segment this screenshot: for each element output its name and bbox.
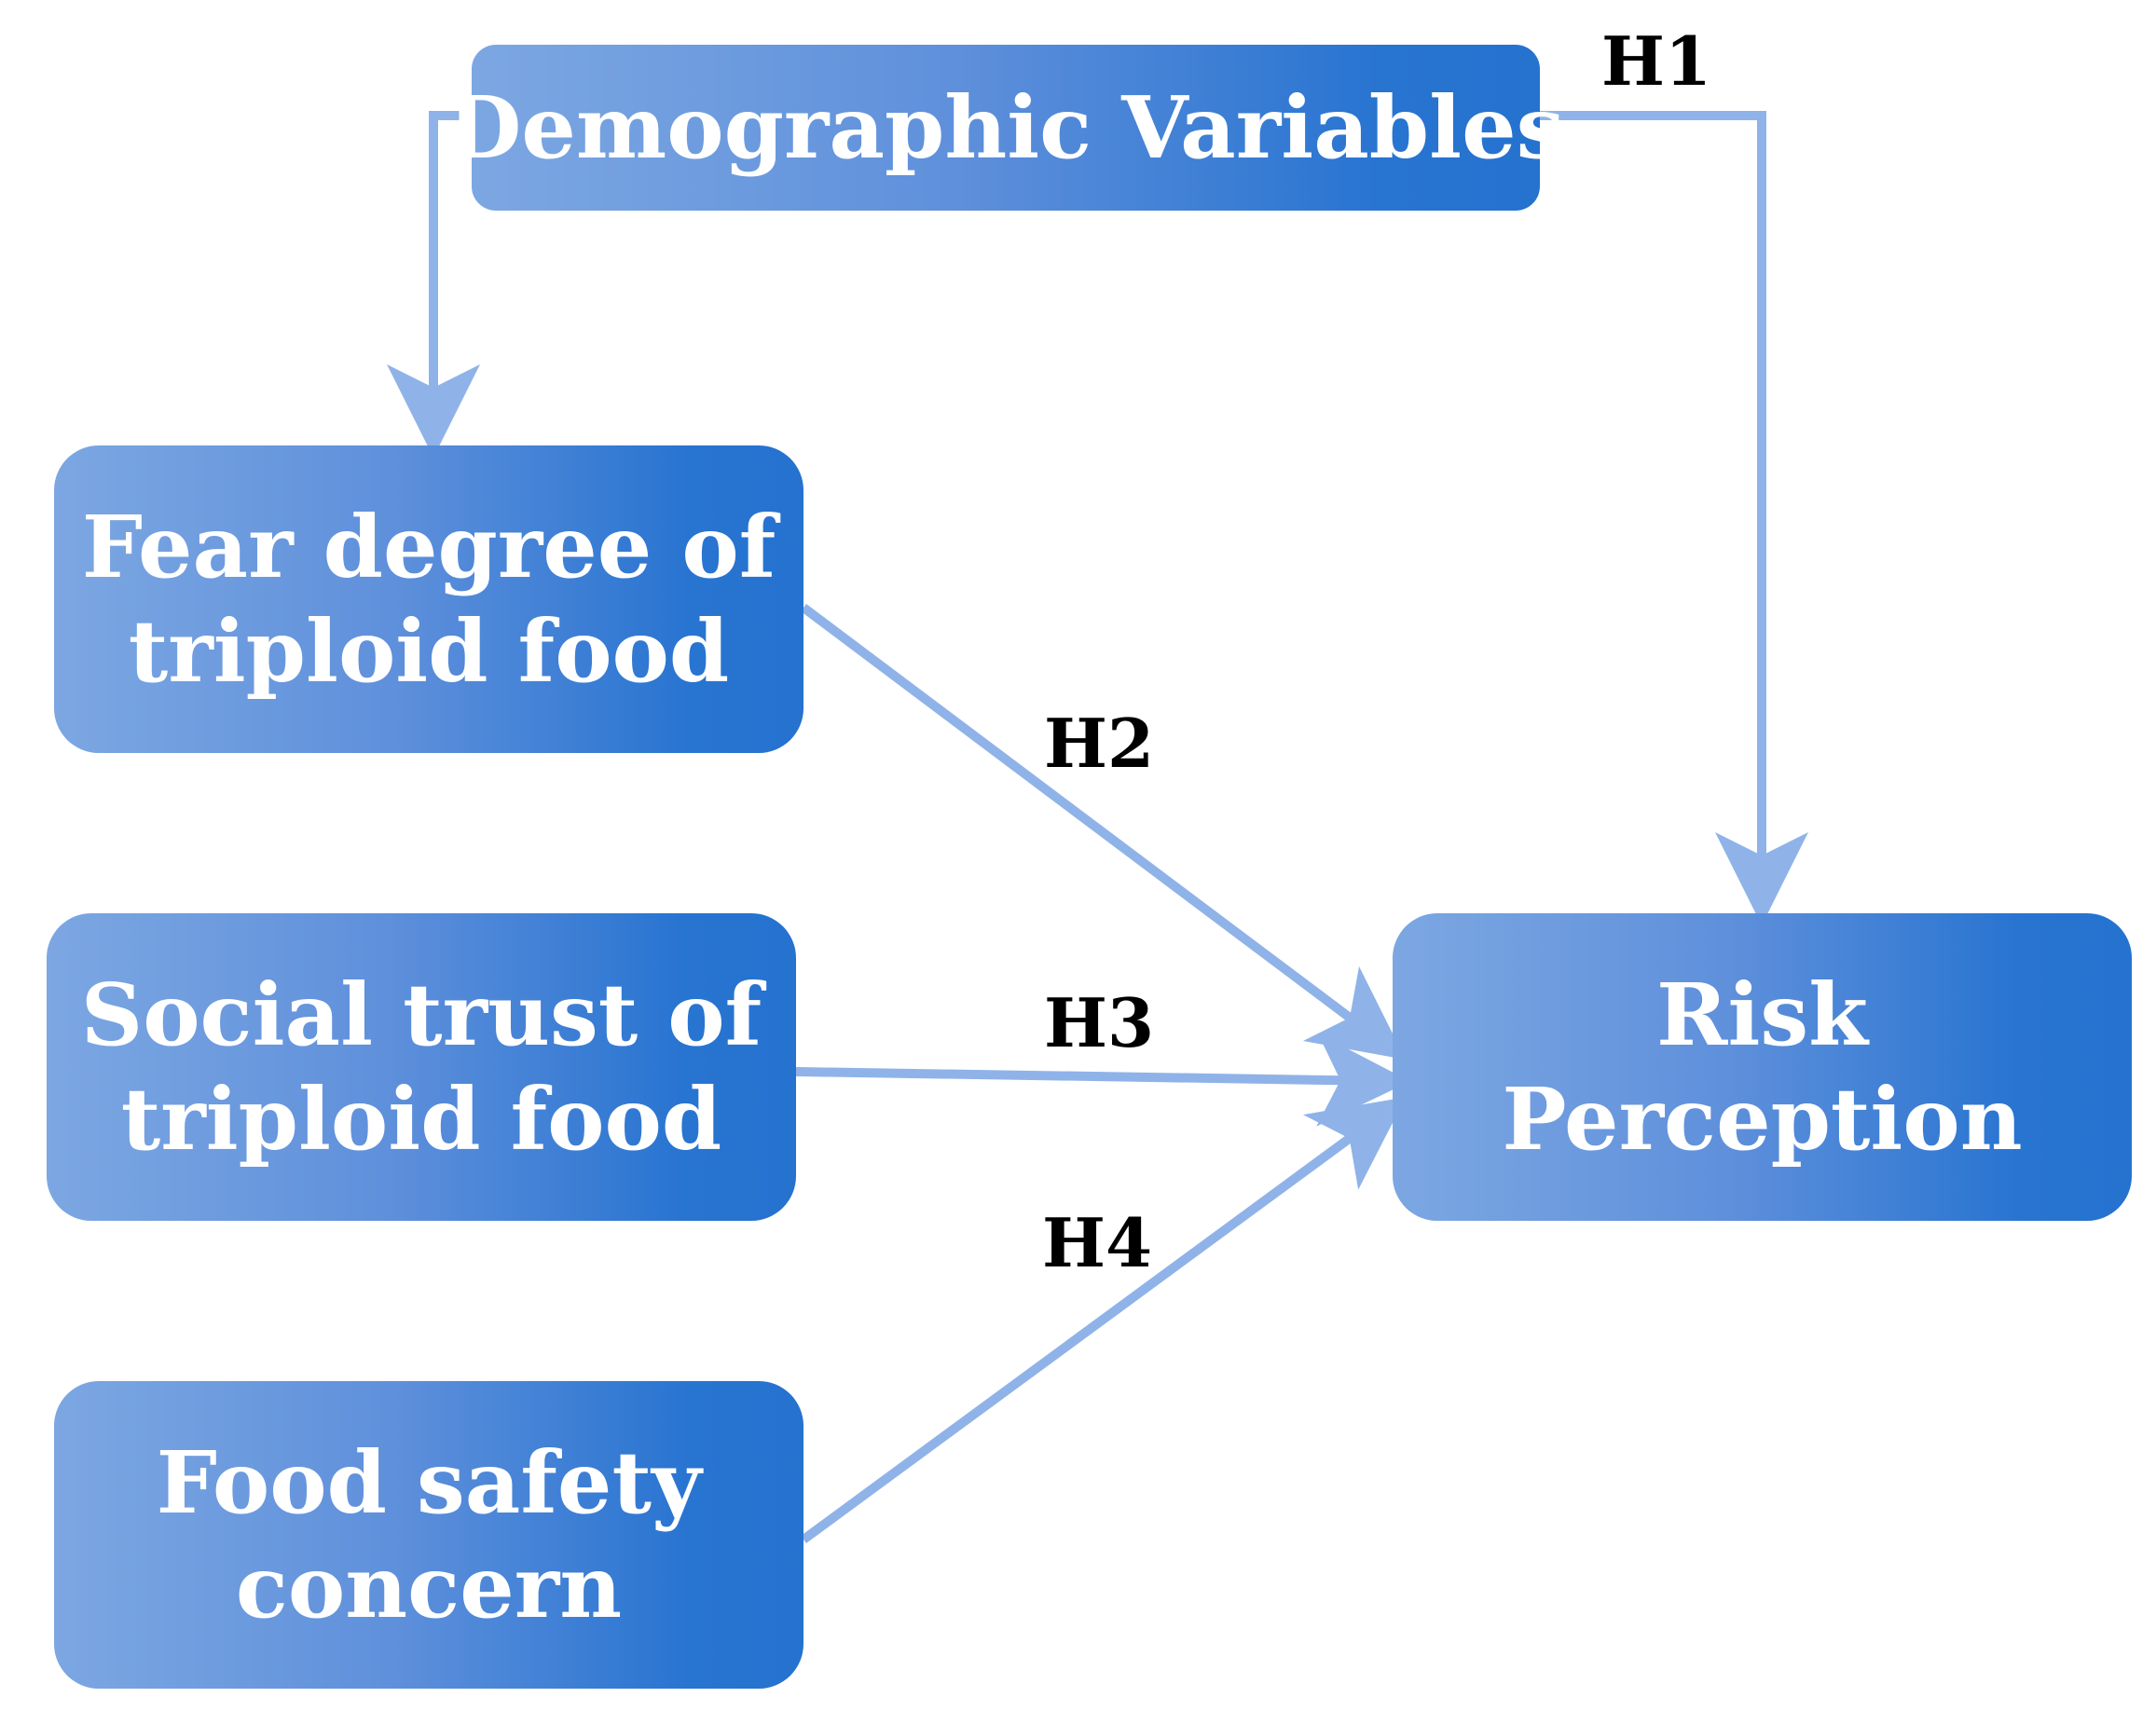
arrow-trust-to-risk — [795, 1033, 1410, 1127]
node-demographic-variables: Demographic Variables — [447, 45, 1564, 211]
node-food-safety-concern: Food safety concern — [54, 1381, 803, 1689]
hypothesis-label-h1: H1 — [1601, 21, 1712, 101]
node-fear-degree-triploid-food: Fear degree of triploid food — [54, 445, 803, 753]
arrow-demographics-to-risk — [1540, 111, 1808, 925]
node-social-trust-triploid-food: Social trust of triploid food — [47, 913, 796, 1221]
hypothesis-label-h3: H3 — [1044, 983, 1155, 1062]
hypothesis-label-h2: H2 — [1044, 704, 1155, 783]
node-risk-perception: Risk Perception — [1393, 913, 2132, 1221]
arrow-concern-to-risk — [801, 1097, 1407, 1544]
arrow-fear-to-risk — [800, 604, 1406, 1061]
hypothesis-label-h4: H4 — [1042, 1203, 1153, 1282]
